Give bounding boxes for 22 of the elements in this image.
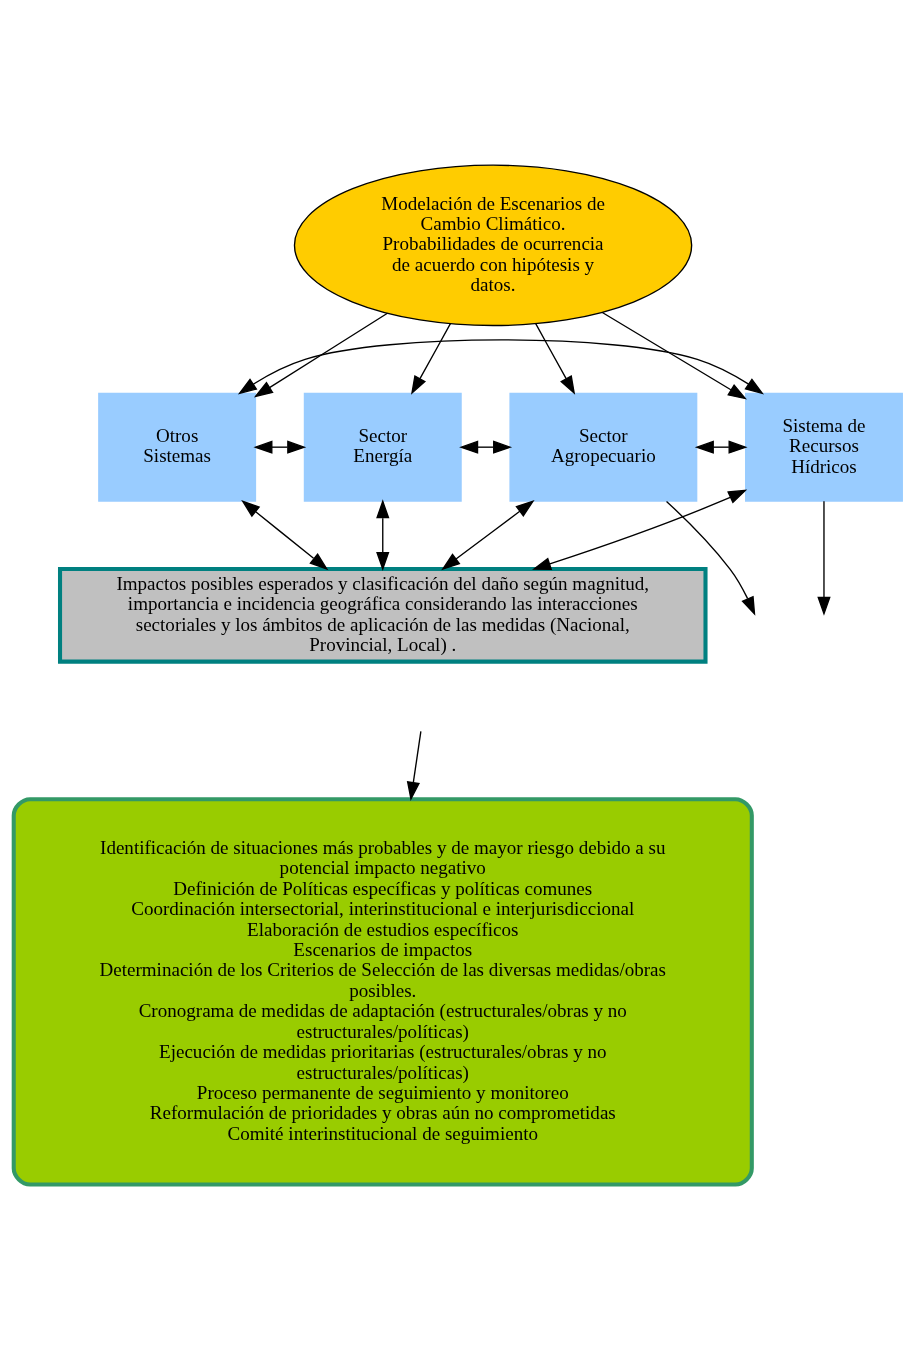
node-box: Impactos posibles esperados y clasificación del daño según magnitud, importancia e incidencia geográfica considerando las interacciones sectoriales y los ámbitos de aplicación de las medidas (Nacional, Provincial, Local) . — [58, 566, 708, 664]
arrow — [241, 499, 329, 570]
arrow — [532, 489, 748, 570]
arrow — [237, 338, 764, 394]
arrow — [535, 322, 576, 395]
node-ellipse: Modelación de Escenarios de Cambio Climático. Probabilidades de ocurrencia de acuerdo con hipótesis y datos. — [293, 164, 693, 326]
arrow — [253, 312, 389, 397]
arrow — [411, 322, 452, 395]
node-box: Sistema de Recursos Hídricos — [745, 392, 903, 502]
arrow — [665, 500, 756, 616]
arrow — [376, 498, 390, 571]
arrow — [694, 440, 748, 454]
arrow — [406, 730, 422, 801]
arrow — [817, 500, 831, 616]
node-box: Sector Agropecuario — [509, 392, 698, 502]
node-box: Sector Energía — [303, 392, 462, 502]
arrow — [459, 440, 513, 454]
node-box: Identificación de situaciones más probables y de mayor riesgo debido a su potencial impacto negativo Definición de Políticas específicas y políticas comunes Coordinación intersectorial, interinstitucional e interjurisdiccional Elaboración de estudios específicos Escenarios de impactos Determinación de los Criterios de Selección de las diversas medidas/obras posibles. Cronograma de medidas de adaptación (estructurales/obras y no estructurales/políticas) Ejecución de medidas prioritarias (estructurales/obras y no estructurales/políticas) Proceso permanente de seguimiento y monitoreo Reformulación de prioridades y obras aún no comprometidas Comité interinstitucional de seguimiento — [11, 796, 754, 1187]
arrow — [601, 311, 747, 399]
arrow — [253, 440, 307, 454]
arrow — [441, 499, 535, 570]
node-box: Otros Sistemas — [98, 392, 257, 502]
